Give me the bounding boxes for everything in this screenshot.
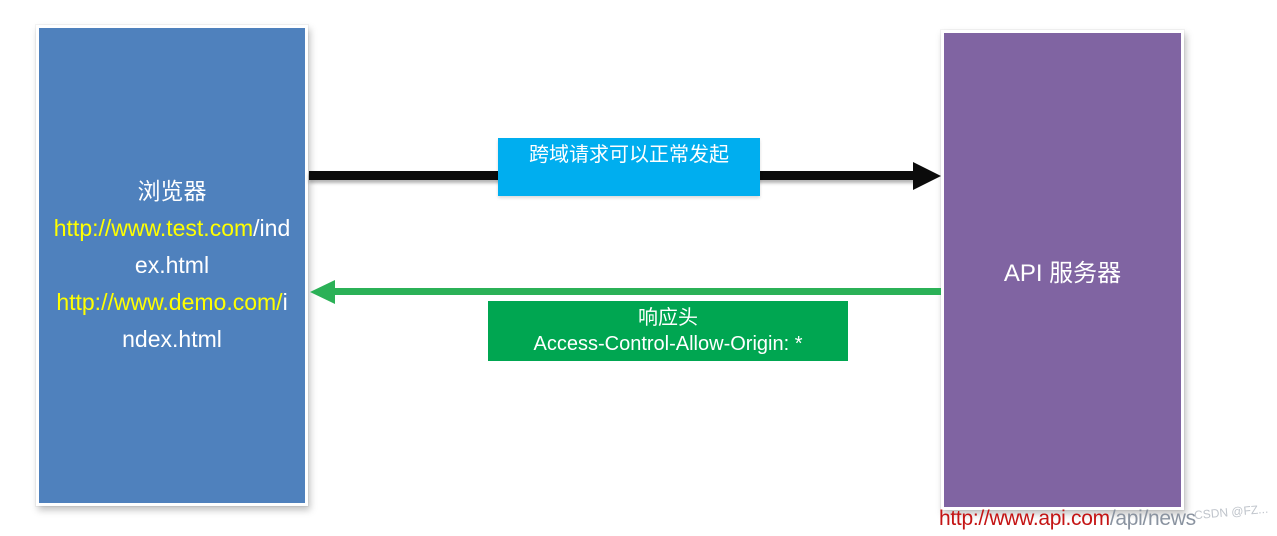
api-server-label: API 服务器 [1003,259,1122,287]
response-label: 响应头 Access-Control-Allow-Origin: * [488,301,848,361]
text-line: ex.html [39,247,305,284]
text-segment: i [282,289,288,315]
text-segment: /ind [253,215,291,241]
text-line: 浏览器 [39,173,305,210]
response-label-line2: Access-Control-Allow-Origin: * [533,333,803,355]
request-label-text: 跨域请求可以正常发起 [529,144,729,166]
text-segment: ndex.html [122,326,222,352]
text-segment: http://www.demo.com/ [56,289,283,315]
response-arrowhead-icon [310,280,335,304]
watermark: CSDN @FZ... [1193,501,1269,523]
request-arrowhead-icon [913,162,941,190]
api-server-box: API 服务器 [941,30,1184,510]
browser-box-text: 浏览器 http://www.test.com/ind ex.html http://… [39,173,305,358]
text-segment: ex.html [134,252,210,278]
api-url: http://www.api.com/api/news [939,507,1196,531]
text-line: http://www.test.com/ind [39,210,305,247]
text-segment: /api/news [1109,507,1196,530]
text-line: ndex.html [39,321,305,358]
browser-box: 浏览器 http://www.test.com/ind ex.html http://… [36,25,308,506]
text-line: http://www.demo.com/i [39,284,305,321]
text-segment: 浏览器 [137,178,207,204]
text-segment: http://www.test.com [53,215,254,241]
text-segment: http://www.api.com [939,507,1110,530]
response-arrow-line [332,288,941,295]
response-label-line1: 响应头 [638,307,698,329]
request-label: 跨域请求可以正常发起 [498,138,760,196]
